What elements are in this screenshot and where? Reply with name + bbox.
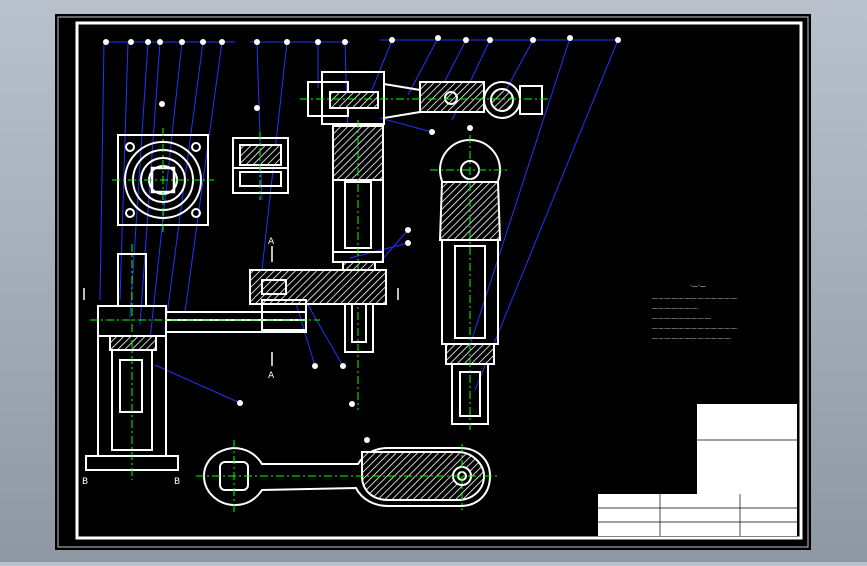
drawing-frame — [75, 21, 803, 540]
tech-note-line: —·—·—·—·—·—·—·—·—·—·—·—·—· — [652, 296, 738, 302]
section-label-a-bottom: A — [268, 371, 275, 381]
section-marks — [83, 246, 399, 366]
tech-notes-title: ·—·— — [690, 283, 706, 290]
horizontal-arm-section — [165, 269, 387, 333]
tech-note-line: —·—·—·—·—·—·—· — [652, 306, 699, 312]
flange-centerlines — [112, 128, 214, 232]
tech-note-line: —·—·—·—·—·—·—·—·—· — [652, 316, 712, 322]
title-block — [598, 404, 797, 536]
sheet-edge — [57, 16, 809, 548]
tech-note-line: —·—·—·—·—·—·—·—·—·—·—·—· — [652, 336, 731, 342]
tech-note-line: —·—·—·—·—·—·—·—·—·—·—·—·—· — [652, 326, 738, 332]
section-label-b-left: B — [82, 477, 88, 487]
section-label-b-right: B — [174, 477, 180, 487]
base-centerlines — [90, 244, 320, 480]
section-label-a-top: A — [268, 237, 275, 247]
top-arm-assembly — [307, 71, 543, 125]
tech-notes: —·—·—·—·—·—·—·—·—·—·—·—·—· —·—·—·—·—·—·—… — [652, 296, 738, 342]
part-balloons — [103, 35, 621, 443]
link-centerlines — [196, 440, 500, 512]
